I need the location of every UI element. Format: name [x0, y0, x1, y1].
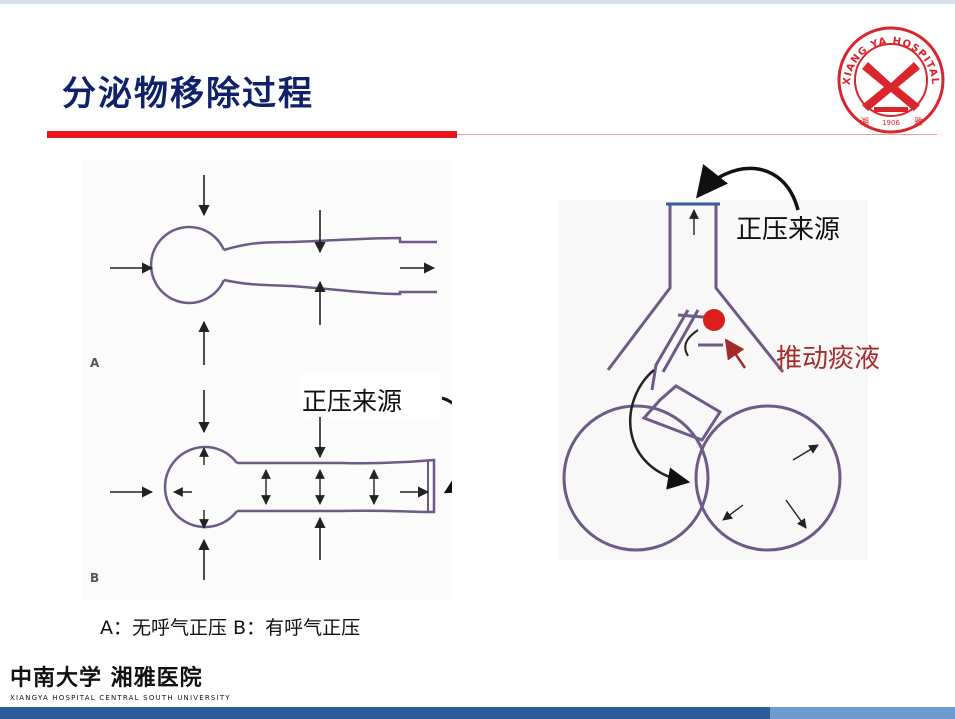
footer-logo-en: XIANGYA HOSPITAL CENTRAL SOUTH UNIVERSIT…: [10, 694, 231, 702]
airway-diagram-left: A B 正压来源: [82, 160, 452, 600]
logo-glyph-left: 湘: [860, 116, 869, 128]
logo-year: 1906: [882, 119, 900, 127]
label-a: A: [90, 356, 100, 370]
figure-caption: A：无呼气正压 B：有呼气正压: [100, 613, 360, 640]
annotation-pressure-source-right: 正压来源: [736, 215, 840, 245]
annotation-pressure-source-left: 正压来源: [302, 387, 402, 416]
hospital-logo: XIANG YA HOSPITAL 1906 湘 雅: [836, 25, 946, 135]
airway-diagram-right: 正压来源 推动痰液: [548, 160, 918, 570]
top-strip: [0, 0, 955, 4]
label-b: B: [90, 571, 99, 585]
footer-logo-cn: 中南大学 湘雅医院: [10, 660, 231, 692]
logo-glyph-right: 雅: [914, 116, 923, 128]
title-underline: [47, 131, 457, 138]
footer-bar-accent: [770, 707, 955, 719]
footer-logo: 中南大学 湘雅医院 XIANGYA HOSPITAL CENTRAL SOUTH…: [10, 660, 231, 702]
annotation-push-sputum: 推动痰液: [776, 344, 880, 374]
slide-title: 分泌物移除过程: [62, 66, 314, 115]
